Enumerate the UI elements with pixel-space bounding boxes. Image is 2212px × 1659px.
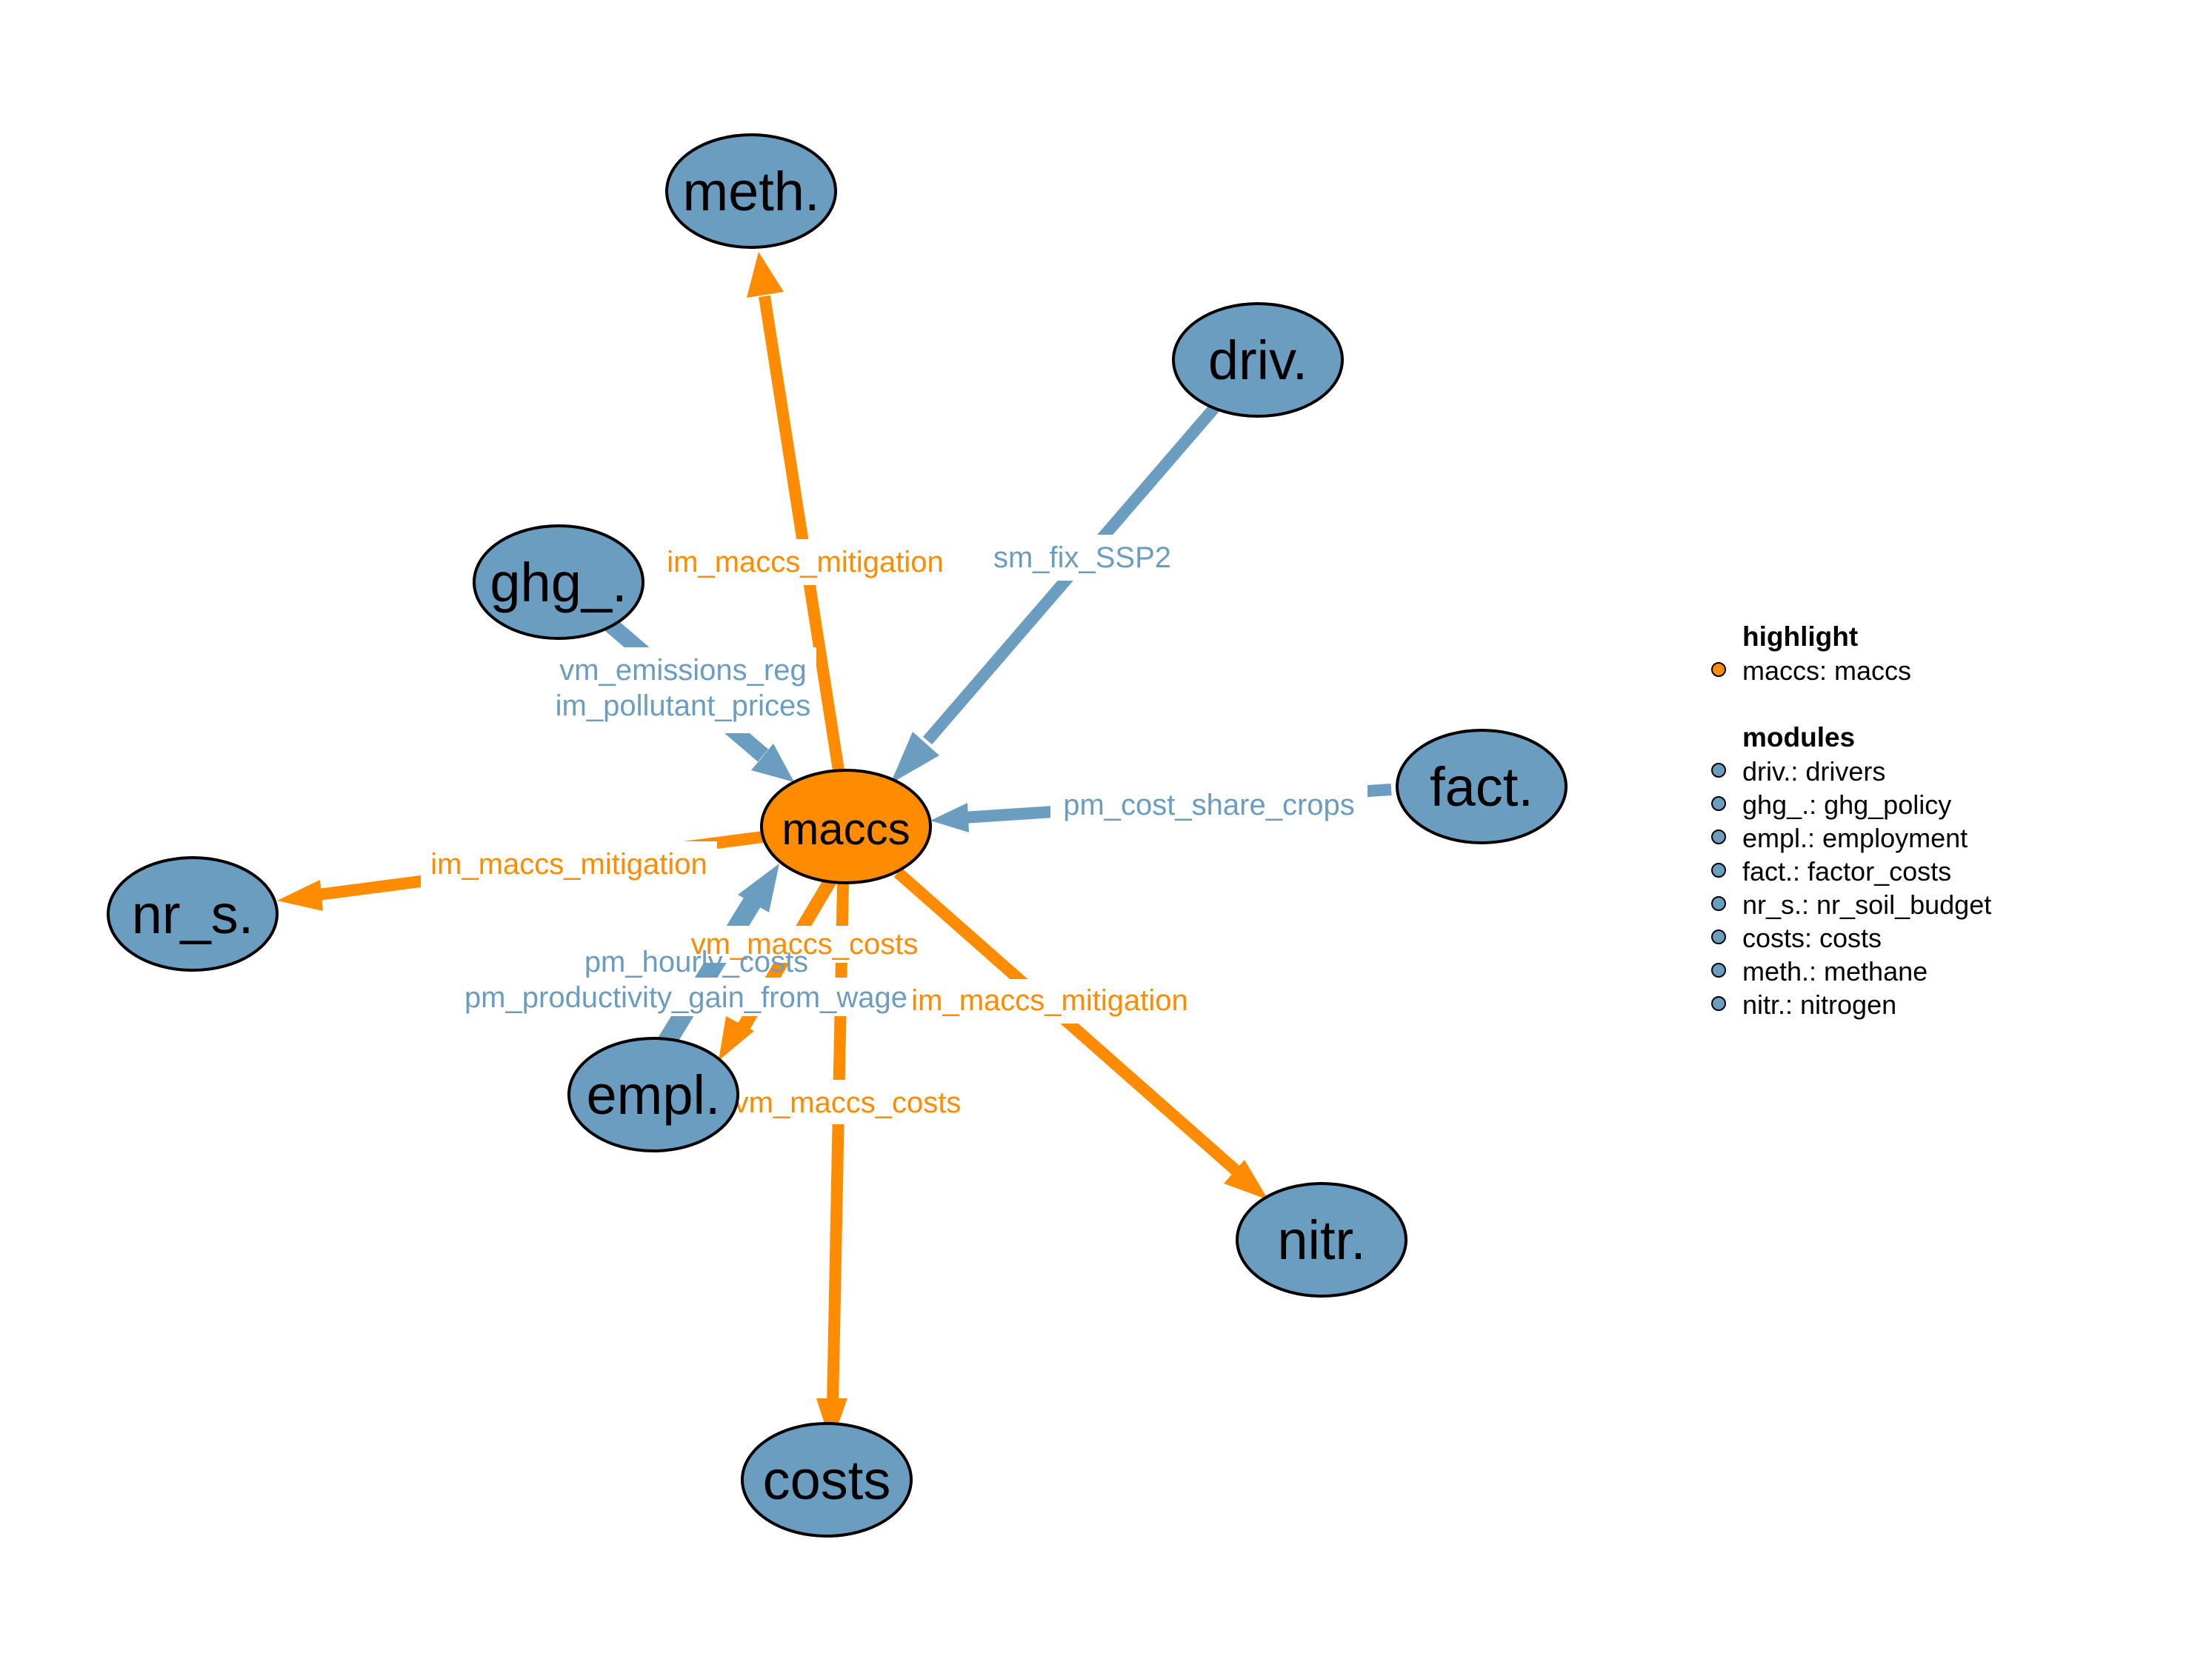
edge-label-ghg-maccs-1: vm_emissions_reg bbox=[559, 654, 806, 687]
edge-label-driv-maccs: sm_fix_SSP2 bbox=[993, 541, 1171, 574]
node-fact[interactable]: fact. bbox=[1396, 729, 1568, 844]
legend-module-marker bbox=[1711, 796, 1726, 811]
node-label-meth: meth. bbox=[682, 161, 819, 222]
node-label-nitr: nitr. bbox=[1277, 1209, 1365, 1271]
legend-module-marker bbox=[1711, 896, 1726, 911]
edge-empl-to-maccs bbox=[656, 864, 779, 1049]
legend-highlight-title: highlight bbox=[1742, 621, 1858, 652]
node-meth[interactable]: meth. bbox=[665, 133, 837, 249]
legend-modules-title: modules bbox=[1742, 722, 1855, 752]
node-label-driv: driv. bbox=[1208, 330, 1307, 391]
node-label-empl: empl. bbox=[587, 1064, 721, 1126]
legend-module-item: empl.: employment bbox=[1742, 823, 1968, 853]
legend-module-marker bbox=[1711, 963, 1726, 978]
legend: highlight maccs: maccs modules driv.: dr… bbox=[1711, 621, 1991, 1020]
legend-module-marker bbox=[1711, 830, 1726, 844]
node-nr_s[interactable]: nr_s. bbox=[107, 856, 279, 972]
legend-module-marker bbox=[1711, 863, 1726, 878]
edge-fact-to-maccs: pm_cost_share_crops bbox=[930, 782, 1392, 832]
edge-maccs-to-nr_s: im_maccs_mitigation bbox=[277, 831, 764, 911]
node-label-fact: fact. bbox=[1430, 756, 1533, 818]
edge-label-ghg-maccs-2: im_pollutant_prices bbox=[556, 690, 811, 722]
edge-label-maccs-meth: im_maccs_mitigation bbox=[667, 546, 943, 578]
legend-module-item: nr_s.: nr_soil_budget bbox=[1742, 889, 1991, 920]
legend-highlight-marker bbox=[1711, 662, 1726, 677]
legend-module-item: fact.: factor_costs bbox=[1742, 856, 1951, 887]
legend-module-marker bbox=[1711, 763, 1726, 778]
edge-label-maccs-nitr: im_maccs_mitigation bbox=[911, 984, 1187, 1017]
node-label-costs: costs bbox=[763, 1449, 891, 1511]
legend-module-item: costs: costs bbox=[1742, 923, 1882, 953]
node-maccs[interactable]: maccs bbox=[760, 769, 932, 884]
node-ghg[interactable]: ghg_. bbox=[473, 524, 644, 640]
edge-maccs-to-nitr bbox=[893, 867, 1268, 1200]
legend-module-item: ghg_.: ghg_policy bbox=[1742, 790, 1951, 820]
edge-label-maccs-empl: vm_maccs_costs bbox=[691, 928, 919, 961]
edge-maccs-to-meth: im_maccs_mitigation bbox=[661, 252, 950, 772]
legend-module-marker bbox=[1711, 996, 1726, 1011]
legend-module-item: meth.: methane bbox=[1742, 956, 1928, 987]
node-costs[interactable]: costs bbox=[741, 1422, 913, 1538]
edge-label-empl-maccs-2: pm_productivity_gain_from_wages bbox=[464, 981, 922, 1014]
edge-ghg-to-maccs: vm_emissions_reg im_pollutant_prices bbox=[550, 615, 816, 782]
legend-module-marker bbox=[1711, 929, 1726, 944]
node-driv[interactable]: driv. bbox=[1172, 302, 1344, 418]
edge-driv-to-maccs: sm_fix_SSP2 bbox=[890, 403, 1220, 784]
legend-highlight-item: maccs: maccs bbox=[1742, 655, 1911, 686]
edge-label-fact-maccs: pm_cost_share_crops bbox=[1063, 789, 1355, 821]
edge-label-maccs-nr_s: im_maccs_mitigation bbox=[430, 848, 707, 881]
edge-label-maccs-costs: vm_maccs_costs bbox=[734, 1086, 962, 1119]
node-nitr[interactable]: nitr. bbox=[1236, 1182, 1408, 1298]
edge-label-empl-maccs-1: pm_hourly_costs bbox=[584, 946, 808, 978]
node-empl[interactable]: empl. bbox=[567, 1037, 739, 1152]
edges: im_maccs_mitigation sm_fix_SSP2 vm_emiss… bbox=[277, 252, 1392, 1444]
node-label-ghg: ghg_. bbox=[490, 552, 627, 613]
node-label-nr_s: nr_s. bbox=[132, 884, 254, 945]
nodes: meth. driv. ghg_. fact. maccs nr_s. empl… bbox=[107, 133, 1568, 1538]
legend-module-item: driv.: drivers bbox=[1742, 756, 1885, 787]
edge-maccs-to-costs bbox=[816, 882, 849, 1444]
legend-module-item: nitr.: nitrogen bbox=[1742, 989, 1896, 1020]
node-label-maccs: maccs bbox=[782, 804, 910, 854]
